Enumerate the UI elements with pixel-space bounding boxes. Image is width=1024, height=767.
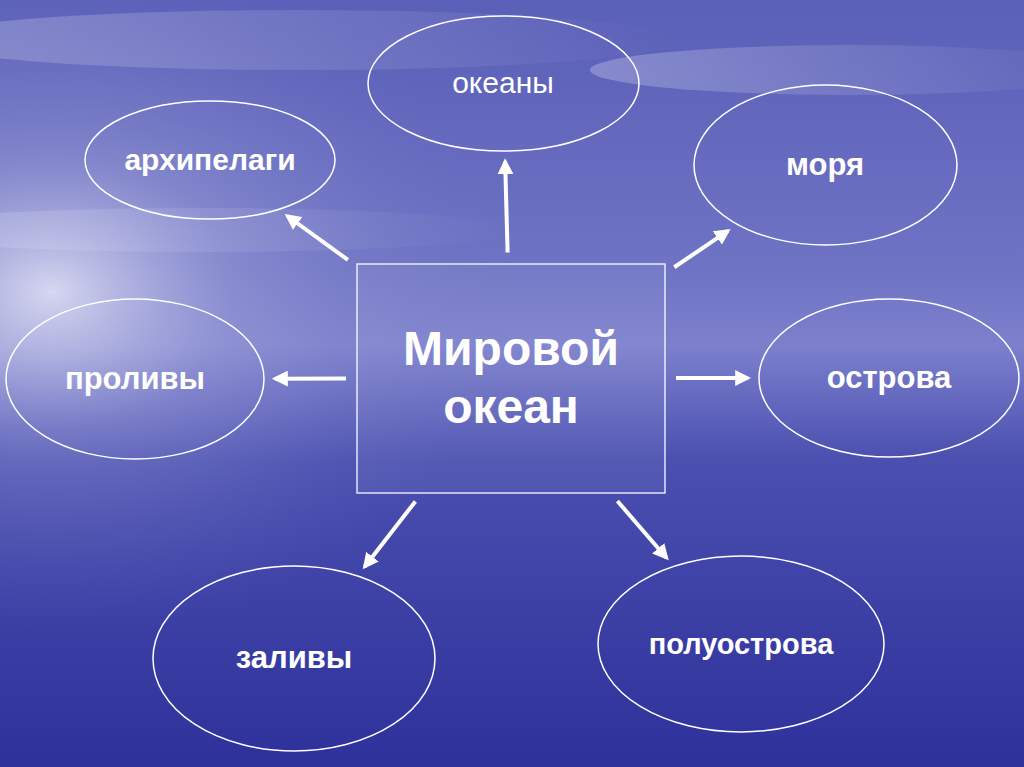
topic-ellipse: полуострова	[597, 555, 885, 733]
ellipse-border	[694, 85, 957, 245]
topic-ellipse: проливы	[5, 298, 265, 460]
ellipse-border	[598, 556, 884, 732]
connector-arrow	[275, 376, 346, 380]
box-outline	[356, 263, 666, 494]
ellipse-border	[368, 16, 639, 151]
topic-ellipse: моря	[693, 84, 958, 246]
topic-ellipse: архипелаги	[84, 100, 336, 220]
ellipse-border	[153, 566, 435, 751]
topic-label: архипелаги	[124, 142, 295, 178]
topic-label: заливы	[236, 639, 353, 676]
connector-arrow	[505, 161, 507, 252]
connector-arrow	[676, 376, 748, 380]
topic-ellipse: острова	[758, 298, 1020, 458]
topic-label: острова	[827, 359, 952, 396]
ellipse-border	[85, 101, 335, 219]
topic-ellipse: океаны	[367, 15, 640, 152]
ellipse-border	[6, 299, 264, 459]
central-title: Мировой океан	[376, 320, 646, 435]
box-border	[357, 264, 665, 493]
topic-label: моря	[786, 146, 864, 183]
topic-label: океаны	[452, 65, 554, 101]
topic-ellipse: заливы	[152, 565, 436, 752]
connector-arrow	[674, 231, 728, 267]
topic-label: проливы	[65, 360, 205, 397]
central-box: Мировой океан	[356, 263, 666, 494]
connector-arrow	[617, 501, 666, 558]
connector-arrow	[287, 216, 348, 260]
connector-arrow	[365, 501, 416, 566]
topic-label: полуострова	[649, 627, 834, 662]
ellipse-border	[759, 299, 1019, 457]
